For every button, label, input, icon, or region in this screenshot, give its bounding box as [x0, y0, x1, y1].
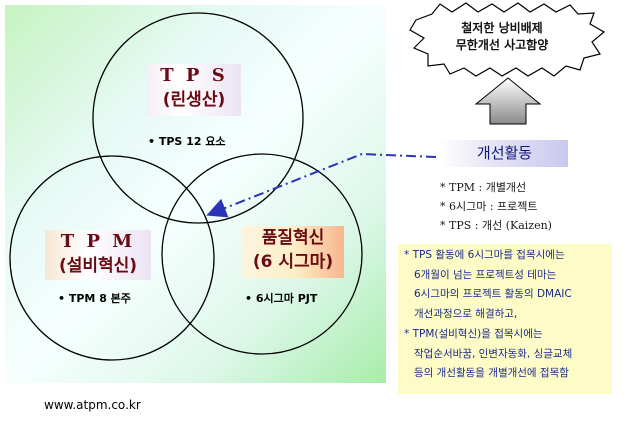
tpm-note: • TPM 8 본주 [58, 292, 131, 305]
six-sigma-subtitle: (6 시그마) [252, 252, 334, 272]
six-sigma-circle [161, 153, 363, 355]
burst-line-1: 철저한 낭비배제 [461, 21, 543, 35]
six-sigma-note: • 6시그마 PJT [245, 292, 318, 305]
activity-item: * TPM : 개별개선 [440, 181, 527, 194]
activity-box: 개선활동 [441, 140, 568, 167]
activity-item: * TPS : 개선 (Kaizen) [440, 219, 552, 232]
note-line: 등의 개선활동을 개별개선에 접목함 [414, 367, 569, 380]
integration-note-box [398, 244, 612, 394]
note-line: 작업순서바꿈, 인변자동화, 싱글교체 [414, 347, 573, 360]
burst-line-2: 무한개선 사고함양 [455, 38, 549, 52]
activity-list: * TPM : 개별개선 * 6시그마 : 프로젝트 * TPS : 개선 (K… [440, 178, 552, 235]
note-line: * TPM(설비혁신)을 접목시에는 [404, 327, 543, 340]
tps-title: T P S [160, 65, 228, 86]
tps-circle [92, 12, 304, 224]
tps-note: • TPS 12 요소 [148, 135, 226, 148]
six-sigma-title: 품질혁신 [261, 228, 325, 248]
tpm-subtitle: (설비혁신) [58, 256, 138, 276]
tpm-label-box: T P M (설비혁신) [45, 230, 151, 280]
dashed-arrow [206, 152, 437, 218]
tps-subtitle: (린생산) [162, 90, 226, 110]
note-line: * TPS 활동에 6시그마를 접목시에는 [404, 249, 565, 261]
six-sigma-label-box: 품질혁신 (6 시그마) [242, 226, 344, 278]
note-line: 개선과정으로 해결하고, [414, 308, 518, 321]
tpm-title: T P M [60, 231, 136, 252]
integration-note-text: * TPS 활동에 6시그마를 접목시에는 6개월이 넘는 프로젝트성 테마는 … [404, 246, 572, 384]
note-line: 6개월이 넘는 프로젝트성 테마는 [414, 268, 557, 281]
tps-label-box: T P S (린생산) [147, 64, 241, 116]
tpm-circle [9, 155, 215, 361]
burst-shape [409, 2, 606, 77]
activity-item: * 6시그마 : 프로젝트 [440, 200, 538, 213]
up-arrow-shape [474, 77, 542, 125]
note-line: 6시그마의 프로젝트 활동의 DMAIC [414, 288, 572, 301]
burst-text: 철저한 낭비배제 무한개선 사고함양 [417, 20, 587, 54]
website-url: www.atpm.co.kr [44, 398, 141, 412]
